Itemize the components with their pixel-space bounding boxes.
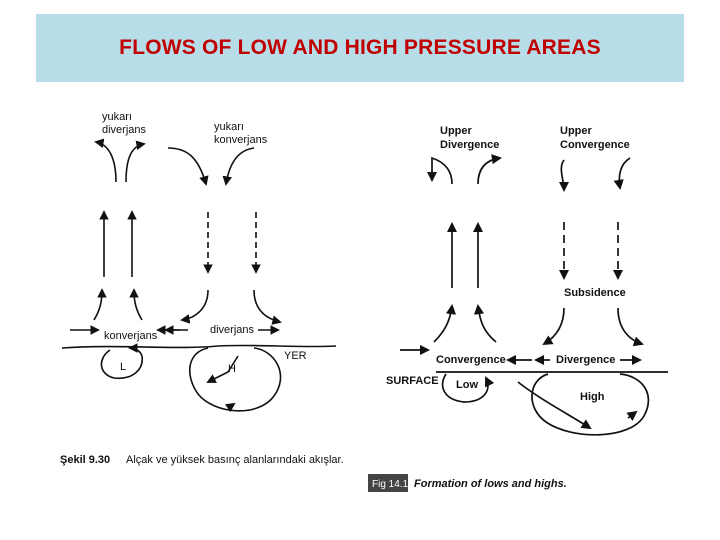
- label-upper-divergence-2: diverjans: [102, 124, 147, 136]
- label-ground: YER: [284, 350, 307, 362]
- title-band: FLOWS OF LOW AND HIGH PRESSURE AREAS: [36, 14, 684, 82]
- label-surface-convergence: konverjans: [104, 330, 158, 342]
- label-surface: SURFACE: [386, 375, 439, 387]
- page-title: FLOWS OF LOW AND HIGH PRESSURE AREAS: [119, 36, 601, 60]
- label-upper-divergence-1: yukarı: [102, 112, 132, 123]
- label-convergence: Convergence: [436, 354, 506, 366]
- left-diagram: yukarı diverjans yukarı konverjans konve…: [58, 112, 348, 472]
- label-low: Low: [456, 379, 478, 391]
- label-upper-convergence-1: Upper: [560, 125, 593, 137]
- label-upper-convergence-1: yukarı: [214, 121, 244, 133]
- label-divergence: Divergence: [556, 354, 615, 366]
- label-upper-divergence-2: Divergence: [440, 139, 499, 151]
- right-diagram-svg: Upper Divergence Upper Convergence Subsi…: [368, 118, 688, 523]
- caption-number: Şekil 9.30: [60, 454, 110, 466]
- caption-tag: Fig 14.1: [372, 479, 409, 490]
- label-upper-divergence-1: Upper: [440, 125, 473, 137]
- label-high: High: [580, 391, 605, 403]
- label-low-L: L: [120, 361, 126, 373]
- label-subsidence: Subsidence: [564, 287, 626, 299]
- label-upper-convergence-2: Convergence: [560, 139, 630, 151]
- label-surface-divergence: diverjans: [210, 324, 255, 336]
- caption-text: Alçak ve yüksek basınç alanlarındaki akı…: [126, 454, 344, 466]
- caption-text: Formation of lows and highs.: [414, 478, 567, 490]
- label-high-H: H: [228, 363, 236, 375]
- left-diagram-svg: yukarı diverjans yukarı konverjans konve…: [58, 112, 348, 472]
- label-upper-convergence-2: konverjans: [214, 134, 268, 146]
- right-diagram: Upper Divergence Upper Convergence Subsi…: [368, 118, 688, 523]
